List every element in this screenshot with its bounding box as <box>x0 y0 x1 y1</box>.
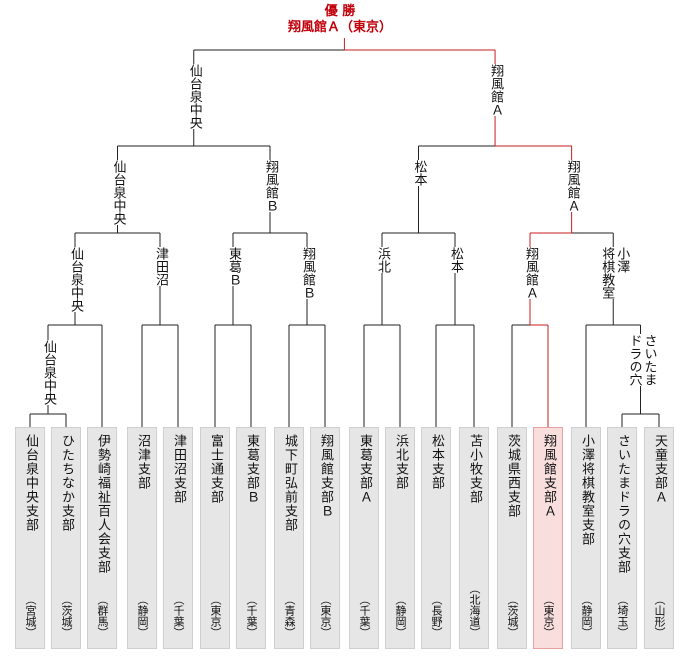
team-name: 東葛支部Ｂ <box>244 434 259 504</box>
team-name: 仙台泉中央支部 <box>23 434 38 532</box>
team-name: 浜北支部 <box>393 434 408 490</box>
team-name: 小澤将棋教室支部 <box>579 434 594 546</box>
team-box: 仙台泉中央支部 （宮城） <box>15 427 45 649</box>
round2-winner-label: 仙台泉中央 <box>110 160 126 225</box>
team-prefecture: （青森） <box>283 594 296 638</box>
team-box: 茨城県西支部 （茨城） <box>497 427 527 649</box>
round1-winner-label: 翔風館Ａ <box>523 247 538 299</box>
round1-winner-label: 東葛Ｂ <box>226 247 241 286</box>
qualifier-winner-label: 仙台泉中央 <box>41 340 56 405</box>
champion-name: 翔風館Ａ（東京） <box>287 20 392 35</box>
team-name: 津田沼支部 <box>171 434 186 504</box>
round1-winner-label: 津田沼 <box>153 247 168 286</box>
team-box: 天童支部Ａ （山形） <box>644 427 674 649</box>
team-name: 苫小牧支部 <box>467 434 482 504</box>
team-prefecture: （埼玉） <box>616 594 629 638</box>
team-name: 沼津支部 <box>135 434 150 490</box>
team-prefecture: （千葉） <box>245 594 258 638</box>
team-box: 東葛支部Ａ （千葉） <box>349 427 379 649</box>
team-prefecture: （群馬） <box>96 594 109 638</box>
team-name: 翔風館支部Ｂ <box>318 434 333 518</box>
team-name: 天童支部Ａ <box>652 434 667 504</box>
semifinal-winner-label: 翔風館Ａ <box>488 64 504 116</box>
round1-winner-label: 仙台泉中央 <box>68 247 83 312</box>
team-name: 富士通支部 <box>208 434 223 504</box>
team-box: 城下町弘前支部 （青森） <box>274 427 304 649</box>
team-box: 沼津支部 （静岡） <box>127 427 157 649</box>
team-box: 苫小牧支部 （北海道） <box>459 427 489 649</box>
champion-title: 優 勝 <box>324 4 356 19</box>
team-box: 津田沼支部 （千葉） <box>163 427 193 649</box>
team-name: 茨城県西支部 <box>505 434 520 518</box>
team-prefecture: （茨城） <box>506 594 519 638</box>
round1-winner-label: 翔風館Ｂ <box>300 247 315 299</box>
team-box: 東葛支部Ｂ （千葉） <box>236 427 266 649</box>
qualifier-winner-label: さいたま ドラの穴 <box>626 334 657 386</box>
team-prefecture: （山形） <box>653 594 666 638</box>
team-box: 松本支部 （長野） <box>421 427 451 649</box>
round2-winner-label: 松本 <box>411 160 427 186</box>
team-prefecture: （静岡） <box>580 594 593 638</box>
team-box: 浜北支部 （静岡） <box>385 427 415 649</box>
round1-winner-label: 浜北 <box>375 247 390 273</box>
team-box: 伊勢崎福祉百人会支部 （群馬） <box>87 427 117 649</box>
team-box: 翔風館支部Ｂ （東京） <box>310 427 340 649</box>
team-prefecture: （茨城） <box>60 594 73 638</box>
team-prefecture: （東京） <box>209 594 222 638</box>
round1-winner-label: 松本 <box>448 247 463 273</box>
team-name: 伊勢崎福祉百人会支部 <box>95 434 110 574</box>
team-prefecture: （千葉） <box>358 594 371 638</box>
round2-winner-label: 翔風館Ａ <box>564 160 580 212</box>
team-box: 翔風館支部Ａ （東京） <box>533 427 563 649</box>
team-prefecture: （北海道） <box>468 583 481 638</box>
team-prefecture: （静岡） <box>394 594 407 638</box>
team-prefecture: （長野） <box>430 594 443 638</box>
team-name: ひたちなか支部 <box>59 434 74 532</box>
team-prefecture: （東京） <box>319 594 332 638</box>
team-name: 東葛支部Ａ <box>357 434 372 504</box>
semifinal-winner-label: 仙台泉中央 <box>186 64 202 129</box>
team-box: さいたまドラの穴支部 （埼玉） <box>607 427 637 649</box>
team-name: さいたまドラの穴支部 <box>615 434 630 574</box>
team-prefecture: （静岡） <box>136 594 149 638</box>
team-box: ひたちなか支部 （茨城） <box>51 427 81 649</box>
team-name: 翔風館支部Ａ <box>541 434 556 518</box>
team-prefecture: （宮城） <box>24 594 37 638</box>
round2-winner-label: 翔風館Ｂ <box>263 160 278 212</box>
team-box: 小澤将棋教室支部 （静岡） <box>571 427 601 649</box>
team-box: 富士通支部 （東京） <box>200 427 230 649</box>
team-name: 松本支部 <box>429 434 444 490</box>
team-prefecture: （千葉） <box>172 594 185 638</box>
team-prefecture: （東京） <box>542 594 555 638</box>
team-name: 城下町弘前支部 <box>282 434 297 532</box>
round1-winner-label: 小澤 将棋教室 <box>599 247 630 299</box>
